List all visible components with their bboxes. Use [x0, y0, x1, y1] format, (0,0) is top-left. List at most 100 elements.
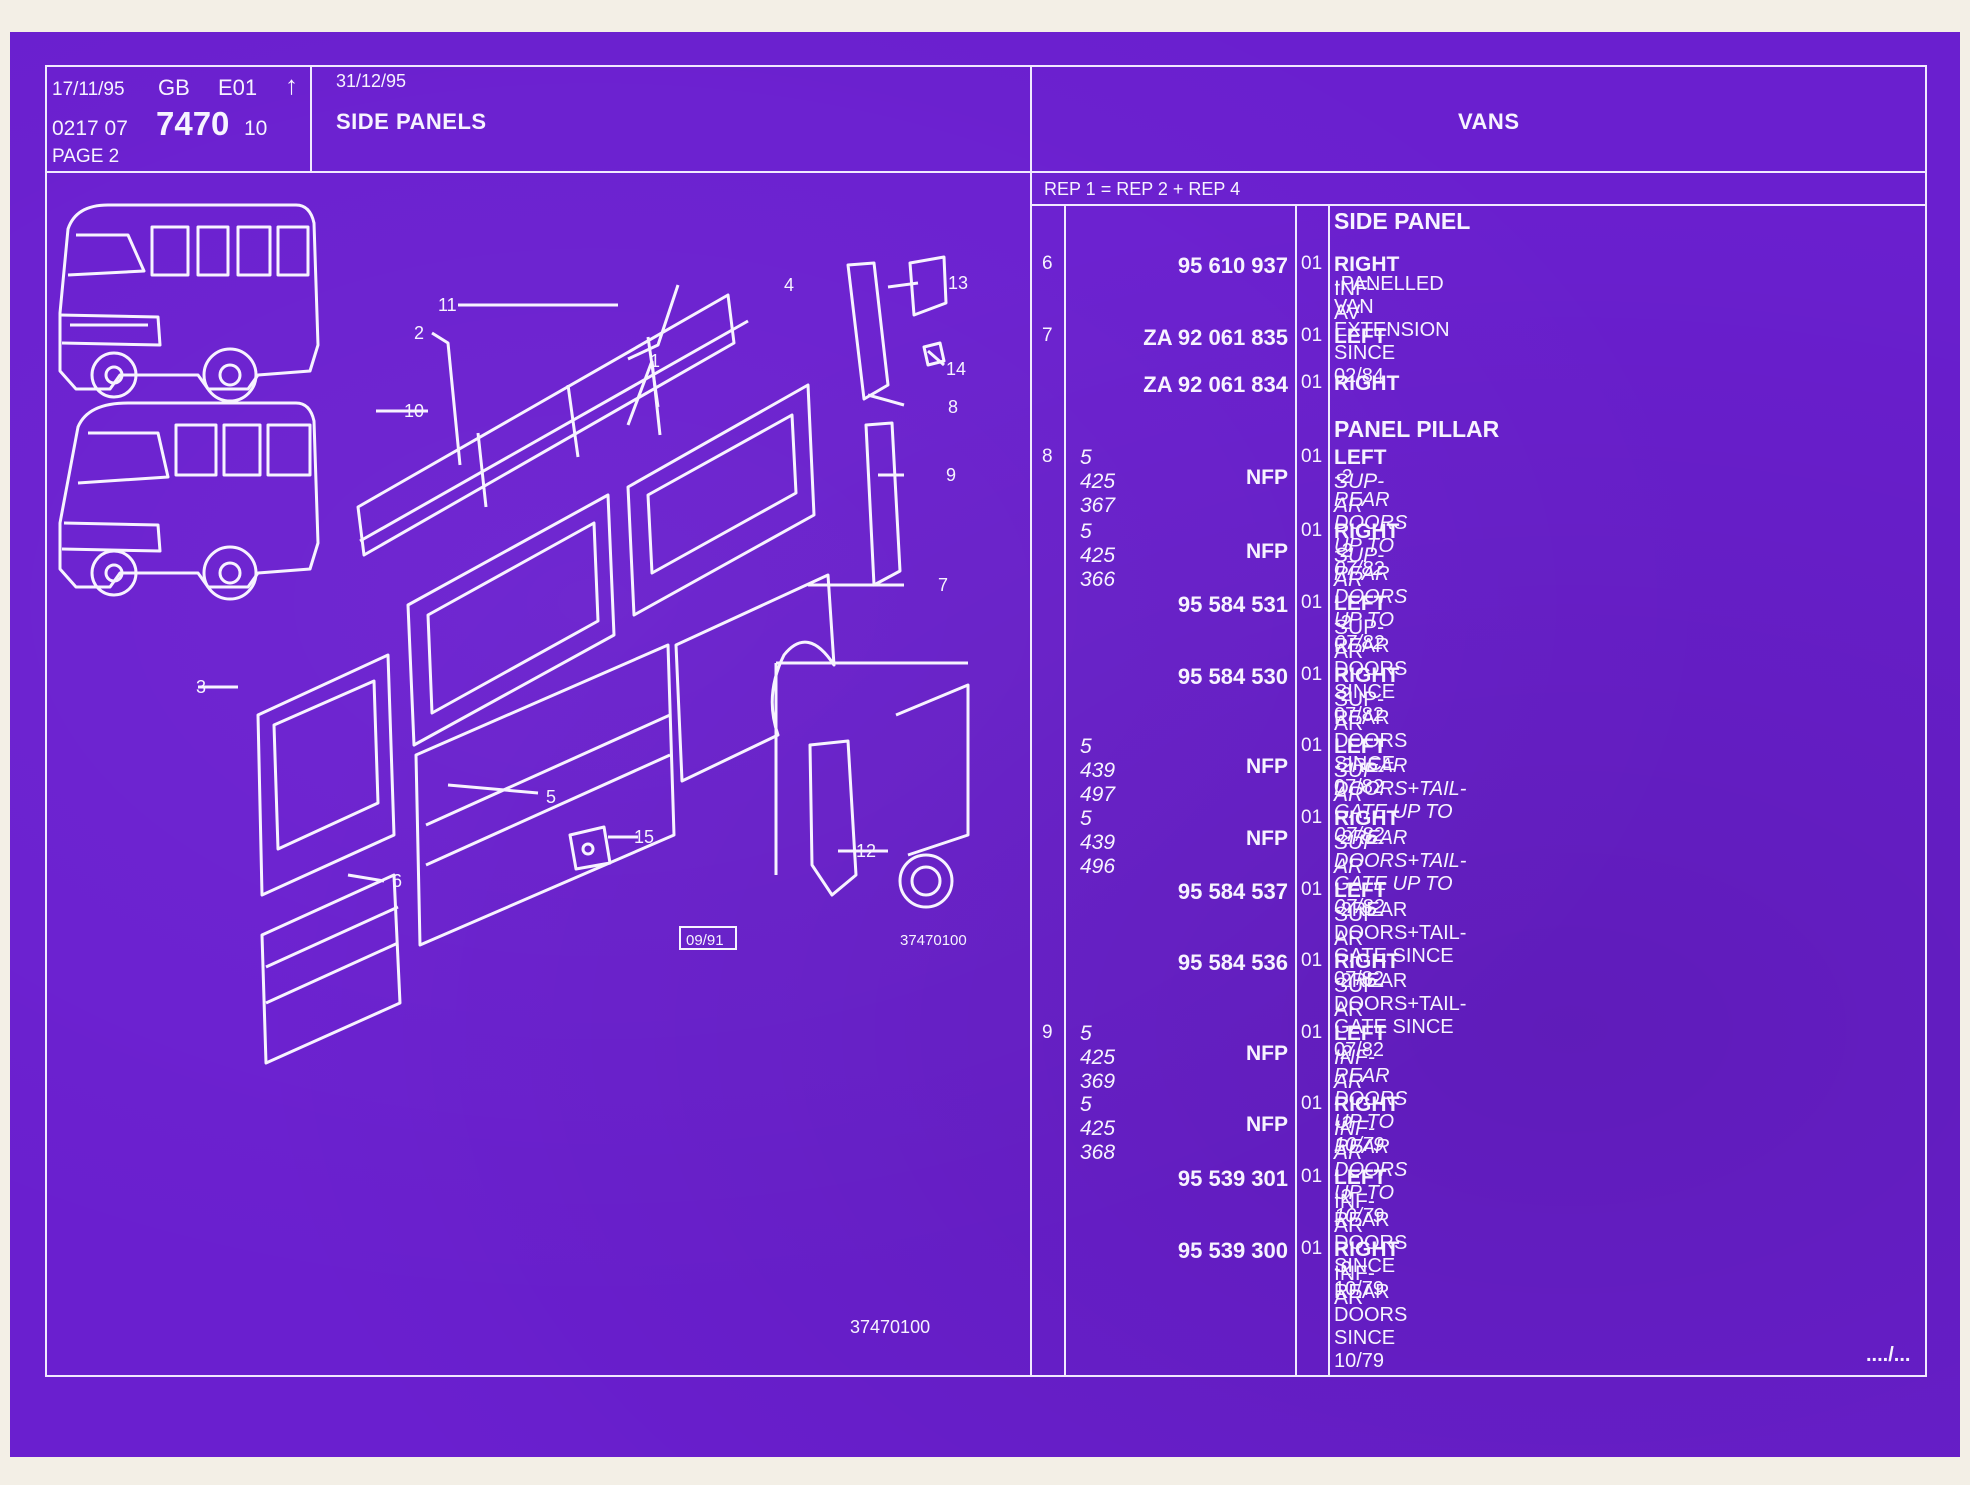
- quantity: 01: [1301, 807, 1323, 828]
- part-description: RIGHT SUP-AR: [1334, 664, 1399, 736]
- callout-6: 6: [392, 871, 402, 891]
- arrow-up-icon: ↑: [285, 70, 298, 100]
- part-note: -2 REAR DOORS UP TO 10/79: [1334, 1113, 1408, 1227]
- part-number: 5 439 497: [1080, 735, 1116, 806]
- rep-note: REP 1 = REP 2 + REP 4: [1044, 179, 1241, 199]
- side-label: RIGHT: [1334, 664, 1400, 687]
- part-note: -2 REAR DOORS UP TO 10/79: [1334, 1042, 1408, 1156]
- position-label: SUP-AR: [1334, 470, 1385, 517]
- side-label: LEFT: [1334, 1022, 1387, 1045]
- ref-number: 8: [1042, 446, 1053, 467]
- van-illustration-bottom: [58, 401, 320, 601]
- callout-3: 3: [196, 677, 206, 697]
- callout-12: 12: [856, 841, 876, 861]
- section-heading: PANEL PILLAR: [1334, 416, 1500, 442]
- nfp-flag: NFP: [1246, 827, 1288, 850]
- quantity: 01: [1301, 879, 1323, 900]
- part-note: -2 REAR DOORS SINCE 07/82: [1334, 612, 1408, 726]
- side-label: LEFT: [1334, 735, 1387, 758]
- nfp-flag: NFP: [1246, 1042, 1288, 1065]
- callout-2: 2: [414, 323, 424, 343]
- nfp-flag: NFP: [1246, 466, 1288, 489]
- callout-7: 7: [938, 575, 948, 595]
- diagram-reference: 37470100: [850, 1317, 930, 1337]
- callout-8: 8: [948, 397, 958, 417]
- callout-11: 11: [438, 295, 457, 315]
- part-number: 95 539 301: [1177, 1166, 1288, 1191]
- part-number: ZA 92 061 834: [1143, 372, 1288, 397]
- part-description: RIGHT INF-AR: [1334, 1238, 1399, 1310]
- quantity: 01: [1301, 253, 1323, 274]
- ref-number: 6: [1042, 253, 1053, 274]
- callout-14: 14: [946, 359, 966, 379]
- language-code: GB: [158, 75, 190, 100]
- ref-column-rule: [1064, 204, 1066, 1377]
- quantity: 01: [1301, 520, 1323, 541]
- part-description: LEFT INF-AR: [1334, 1022, 1387, 1094]
- position-label: SUP-AR: [1334, 903, 1385, 950]
- qty-column-rule: [1295, 204, 1297, 1377]
- part-note: -2REAR DOORS+TAIL-GATE UP TO 07/82: [1334, 827, 1467, 918]
- part-number: ZA 92 061 835: [1143, 325, 1288, 350]
- position-label: INF-AV: [1334, 277, 1375, 324]
- part-note: -2REAR DOORS+TAIL-GATE SINCE 07/82: [1334, 899, 1467, 990]
- microfiche-sheet: 17/11/95 GB E01 ↑ 0217 07 7470 10 PAGE 2…: [10, 32, 1960, 1457]
- part-number: 95 539 300: [1177, 1238, 1288, 1263]
- rep-note-rule: [1030, 204, 1927, 206]
- part-description: LEFT: [1334, 325, 1387, 349]
- position-label: SUP-AR: [1334, 831, 1385, 878]
- van-illustration-top: [58, 203, 320, 403]
- inset-reference: 37470100: [900, 932, 967, 949]
- part-number: 5 425 367: [1080, 446, 1116, 517]
- part-description: LEFT SUP-AR: [1334, 879, 1387, 951]
- part-description: RIGHT SUP-AR: [1334, 950, 1399, 1022]
- callout-5: 5: [546, 787, 556, 807]
- part-description: RIGHT SUP-AR: [1334, 807, 1399, 879]
- code-prefix: 0217 07: [52, 117, 128, 140]
- part-note: -2REAR DOORS+TAIL-GATE SINCE 07/82: [1334, 970, 1467, 1061]
- part-note: -PANELLED VAN EXTENSION SINCE 02/84: [1334, 273, 1450, 387]
- edition-code: E01: [218, 75, 258, 100]
- desc-column-rule: [1328, 204, 1330, 1377]
- part-description: LEFT SUP-AR: [1334, 592, 1387, 664]
- part-note: -2 REAR DOORS UP TO 07/82: [1334, 466, 1408, 580]
- side-label: RIGHT: [1334, 950, 1400, 973]
- part-number: 5 439 496: [1080, 807, 1116, 878]
- part-number: 95 584 536: [1177, 950, 1288, 975]
- part-description: RIGHT INF-AV: [1334, 253, 1399, 325]
- header-divider-1: [310, 65, 312, 171]
- quantity: 01: [1301, 735, 1323, 756]
- part-note: -2 REAR DOORS UP TO 07/82: [1334, 540, 1408, 654]
- position-label: INF-AR: [1334, 1262, 1375, 1309]
- position-label: SUP-AR: [1334, 974, 1385, 1021]
- page-frame: [45, 65, 1927, 1377]
- side-label: LEFT: [1334, 1166, 1387, 1189]
- update-date: 31/12/95: [336, 71, 407, 91]
- part-number: 95 584 530: [1177, 664, 1288, 689]
- position-label: INF-AR: [1334, 1190, 1375, 1237]
- position-label: SUP-AR: [1334, 759, 1385, 806]
- part-number: 95 584 531: [1177, 592, 1288, 617]
- callout-10: 10: [404, 401, 424, 421]
- part-description: RIGHT: [1334, 372, 1399, 396]
- quantity: 01: [1301, 446, 1323, 467]
- part-number: 95 584 537: [1177, 879, 1288, 904]
- side-label: RIGHT: [1334, 1238, 1400, 1261]
- callout-1: 1: [650, 351, 660, 371]
- part-note: -2 REAR DOORS SINCE 10/79: [1334, 1258, 1408, 1372]
- position-label: INF-AR: [1334, 1046, 1375, 1093]
- quantity: 01: [1301, 950, 1323, 971]
- side-label: LEFT: [1334, 325, 1387, 348]
- ref-number: 9: [1042, 1022, 1053, 1043]
- part-description: LEFT SUP-AR: [1334, 446, 1387, 518]
- position-label: SUP-AR: [1334, 616, 1385, 663]
- position-label: SUP-AR: [1334, 544, 1385, 591]
- part-description: RIGHT INF-AR: [1334, 1093, 1399, 1165]
- exploded-parts-diagram: 11 2 1 4 10 13 14 8 9 7 3 5 15 6 12 09/9…: [58, 203, 970, 1337]
- callout-15: 15: [634, 827, 654, 847]
- part-number: 5 425 369: [1080, 1022, 1116, 1093]
- vehicle-type: VANS: [1458, 109, 1520, 134]
- callout-4: 4: [784, 275, 794, 295]
- quantity: 01: [1301, 1093, 1323, 1114]
